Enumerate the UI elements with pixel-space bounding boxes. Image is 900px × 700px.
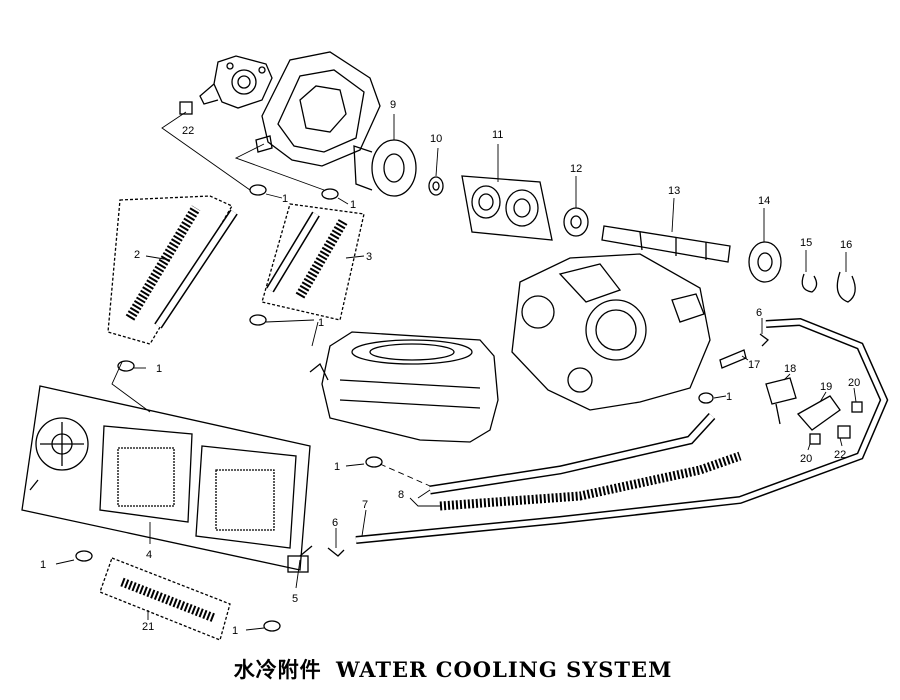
leader-lines	[55, 111, 857, 631]
callout-1: 1	[232, 625, 238, 637]
caption-chinese: 水冷附件	[233, 657, 322, 682]
callout-6: 6	[756, 307, 762, 319]
clip-upper	[759, 333, 769, 347]
hose-set-right	[261, 203, 365, 321]
diagram-caption: 水冷附件 WATER COOLING SYSTEM	[0, 654, 900, 684]
callout-19: 19	[820, 381, 832, 393]
callout-3: 3	[366, 251, 372, 263]
long-hoses	[429, 412, 742, 511]
cylinder-block	[309, 331, 499, 443]
callout-1: 1	[318, 317, 324, 329]
callout-11: 11	[492, 129, 503, 141]
radiator-hose	[99, 557, 231, 641]
crankcase-cover	[255, 51, 381, 167]
hose-cap-lower	[837, 425, 851, 439]
pump-shaft	[601, 225, 731, 263]
callout-13: 13	[668, 185, 680, 197]
callout-17: 17	[748, 359, 760, 371]
callout-1: 1	[726, 391, 732, 403]
bolt-lower	[809, 433, 821, 445]
circlip-small	[801, 273, 818, 293]
caption-english: WATER COOLING SYSTEM	[336, 657, 673, 682]
callout-21: 21	[142, 621, 154, 633]
callout-20: 20	[848, 377, 860, 389]
thermostat-cap	[796, 395, 841, 431]
callout-12: 12	[570, 163, 582, 175]
callout-18: 18	[784, 363, 796, 375]
callout-4: 4	[146, 549, 152, 561]
thermostat-housing	[765, 377, 797, 425]
small-bearing	[563, 207, 589, 237]
callout-7: 7	[362, 499, 368, 511]
callout-10: 10	[430, 133, 442, 145]
callout-14: 14	[758, 195, 770, 207]
washer	[428, 176, 444, 196]
callout-1: 1	[282, 193, 288, 205]
callout-1: 1	[350, 199, 356, 211]
callout-8: 8	[398, 489, 404, 501]
exploded-parts-diagram: 1 1 1 1 1 1 1 1 2 3 4 5 6 6 7 8 9 10 11 …	[21, 51, 889, 641]
hose-fitting	[719, 349, 747, 369]
callout-22: 22	[834, 449, 846, 461]
water-pump-cover	[199, 55, 273, 109]
callout-15: 15	[800, 237, 812, 249]
hose-set-left	[107, 195, 238, 345]
hose-clamps	[75, 184, 714, 632]
callout-2: 2	[134, 249, 140, 261]
clip-lower	[327, 547, 345, 557]
callout-6: 6	[332, 517, 338, 529]
cylinder-head	[511, 253, 711, 411]
callout-20: 20	[800, 453, 812, 465]
hose-cap-upper	[179, 101, 193, 115]
large-bearing	[748, 241, 782, 283]
bolt-upper	[851, 401, 863, 413]
callout-1: 1	[334, 461, 340, 473]
radiator-assembly	[21, 385, 311, 571]
circlip-large	[836, 271, 856, 303]
callout-1: 1	[156, 363, 162, 375]
callout-labels: 1 1 1 1 1 1 1 1 2 3 4 5 6 6 7 8 9 10 11 …	[40, 99, 860, 637]
long-tube	[355, 317, 889, 544]
callout-16: 16	[840, 239, 852, 251]
callout-9: 9	[390, 99, 396, 111]
callout-5: 5	[292, 593, 298, 605]
callout-1: 1	[40, 559, 46, 571]
callout-22: 22	[182, 125, 194, 137]
impeller	[353, 139, 417, 197]
oil-seal-kit	[461, 175, 553, 241]
